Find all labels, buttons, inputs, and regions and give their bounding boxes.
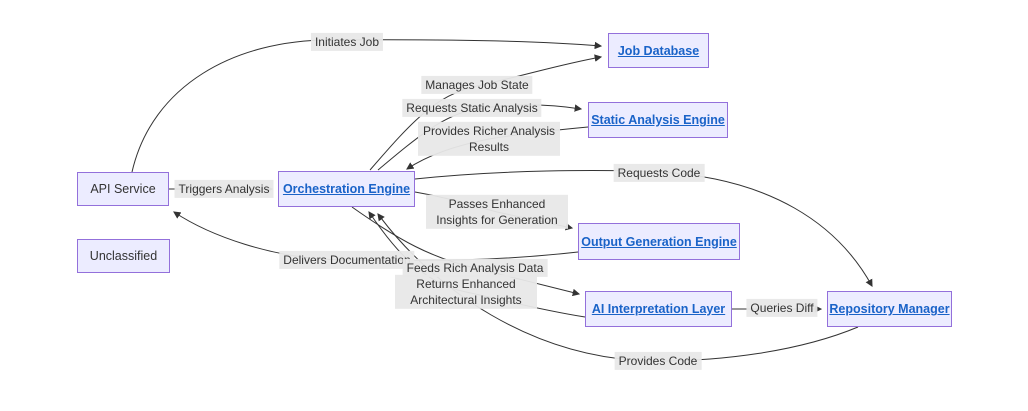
node-output-generation-engine[interactable]: Output Generation Engine: [578, 223, 740, 260]
node-job-database-link[interactable]: Job Database: [617, 43, 700, 58]
node-api-service: API Service: [77, 172, 169, 206]
edge-label-returns-enhanced-insights: Returns Enhanced Architectural Insights: [395, 274, 537, 310]
node-job-database[interactable]: Job Database: [608, 33, 709, 68]
node-orchestration-engine[interactable]: Orchestration Engine: [278, 171, 415, 207]
edge-label-requests-code: Requests Code: [613, 163, 705, 183]
edge-label-manages-job-state: Manages Job State: [421, 75, 533, 95]
node-unclassified-label: Unclassified: [89, 249, 158, 263]
node-ai-interpretation-layer[interactable]: AI Interpretation Layer: [585, 291, 732, 327]
node-repository-manager-link[interactable]: Repository Manager: [829, 302, 950, 316]
edge-label-requests-static-analysis: Requests Static Analysis: [402, 98, 542, 118]
edge-label-delivers-documentation: Delivers Documentation: [279, 250, 415, 270]
node-output-generation-engine-link[interactable]: Output Generation Engine: [581, 234, 737, 249]
edge-label-provides-richer-analysis-results: Provides Richer Analysis Results: [418, 121, 560, 157]
node-api-service-label: API Service: [90, 182, 156, 196]
node-static-analysis-engine[interactable]: Static Analysis Engine: [588, 102, 728, 138]
edge-label-queries-diff: Queries Diff: [746, 298, 818, 318]
edge-label-initiates-job: Initiates Job: [310, 32, 384, 52]
node-repository-manager[interactable]: Repository Manager: [827, 291, 952, 327]
edge-label-provides-code: Provides Code: [614, 351, 702, 371]
edge-label-passes-enhanced-insights: Passes Enhanced Insights for Generation: [426, 194, 568, 230]
edge-label-triggers-analysis: Triggers Analysis: [174, 179, 274, 199]
node-orchestration-engine-link[interactable]: Orchestration Engine: [282, 182, 411, 196]
node-unclassified: Unclassified: [77, 239, 170, 273]
edge-label-feeds-rich-analysis-data: Feeds Rich Analysis Data: [402, 258, 548, 278]
node-ai-interpretation-layer-link[interactable]: AI Interpretation Layer: [591, 302, 726, 316]
node-static-analysis-engine-link[interactable]: Static Analysis Engine: [591, 113, 725, 127]
